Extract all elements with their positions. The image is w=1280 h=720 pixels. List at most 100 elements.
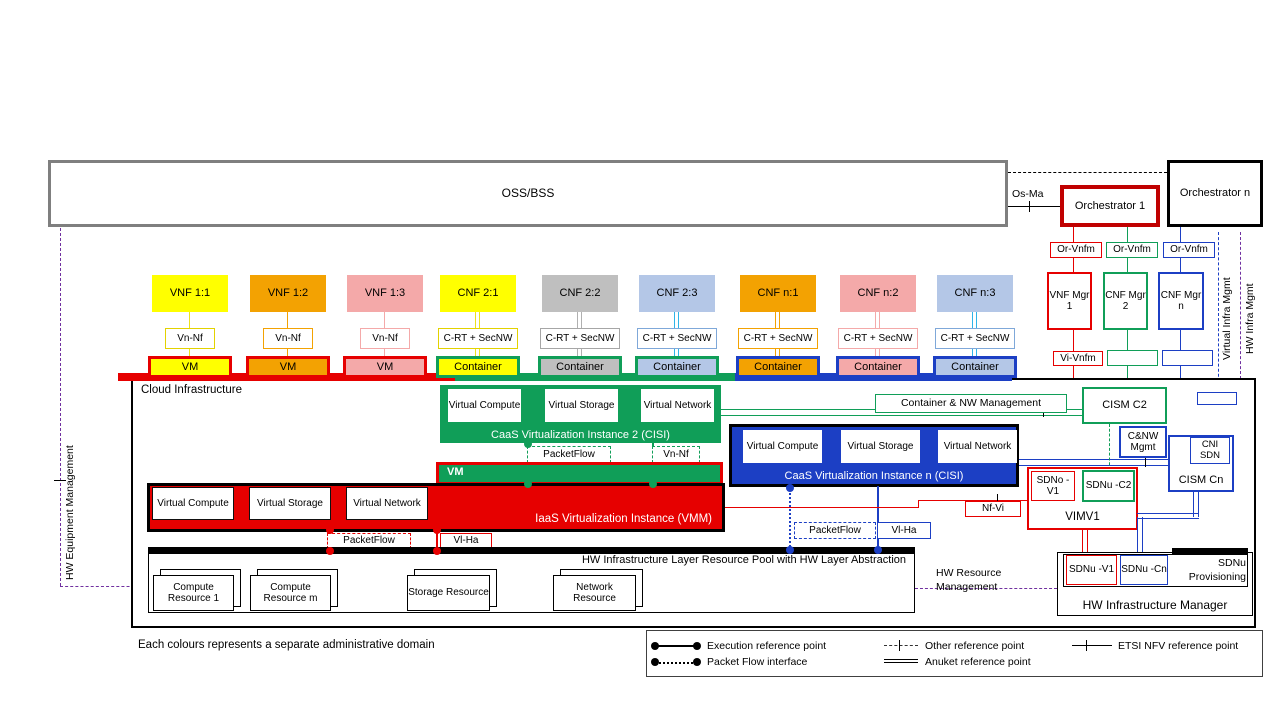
vnf-mgr-1-box: VNF Mgr 1 <box>1047 272 1092 330</box>
nf-vi-line <box>918 500 1027 501</box>
anuket-line-blue-v <box>1193 492 1199 517</box>
sdnu-cn-box: SDNu -Cn <box>1120 555 1168 585</box>
ref-label: C-RT + SecNW <box>637 328 717 349</box>
unit-box: VM <box>343 356 427 378</box>
legend-anuket-label: Anuket reference point <box>925 656 1031 668</box>
iaas-virtual-compute: Virtual Compute <box>152 487 234 520</box>
nf-title: CNF n:3 <box>937 275 1013 312</box>
vl-ha-label-blue: Vl-Ha <box>877 522 931 539</box>
nf-title: CNF n:1 <box>740 275 816 312</box>
or-vnfm-label: Or-Vnfm <box>1106 242 1158 258</box>
caas2-virtual-network: Virtual Network <box>641 389 714 422</box>
sdnu-provisioning-label: SDNu Provisioning <box>1188 557 1246 583</box>
iaas-virtual-network: Virtual Network <box>346 487 428 520</box>
other-ref-legend-line <box>884 645 918 646</box>
green-mgmt-line <box>1127 227 1128 242</box>
or-vnfm-label: Or-Vnfm <box>1163 242 1215 258</box>
vi-vnfm-label: Vi-Vnfm <box>1053 351 1103 366</box>
hw-pool-title: HW Infrastructure Layer Resource Pool wi… <box>581 554 906 566</box>
packet-flow-dot <box>524 440 532 448</box>
packet-flow-dot <box>786 484 794 492</box>
ref-label: C-RT + SecNW <box>838 328 918 349</box>
nf-vi-label: Nf-Vi <box>965 501 1021 517</box>
caas2-virtual-compute: Virtual Compute <box>448 389 521 422</box>
cnf-mgr-2-box: CNF Mgr 2 <box>1103 272 1148 330</box>
green-mgmt-line <box>1127 258 1128 272</box>
anuket-line-blue-v <box>1137 517 1143 555</box>
nf-title: VNF 1:3 <box>347 275 423 312</box>
hw-infra-manager-label: HW Infrastructure Manager <box>1082 598 1228 612</box>
unit-box: Container <box>933 356 1017 378</box>
blue-mgmt-line <box>1180 330 1181 350</box>
oss-orchn-dashed-line <box>1008 172 1167 173</box>
sdnu-v1-box: SDNu -V1 <box>1066 555 1117 585</box>
anuket-line-blue <box>1019 459 1168 466</box>
unit-box: Container <box>736 356 820 378</box>
packet-flow-label-green: PacketFlow <box>527 446 611 463</box>
oss-bss-box: OSS/BSS <box>48 160 1008 227</box>
nf-title: CNF 2:2 <box>542 275 618 312</box>
nf-vi-tick <box>997 494 998 506</box>
execution-point-dot <box>433 547 441 555</box>
os-ma-label: Os-Ma <box>1012 188 1044 200</box>
iaas-virtual-storage: Virtual Storage <box>249 487 331 520</box>
unit-box: VM <box>148 356 232 378</box>
hw-resource-mgmt-line <box>915 588 1057 589</box>
execution-legend-line <box>655 645 697 647</box>
cism-c2-dashed-line <box>1109 424 1110 470</box>
caasn-virtual-compute: Virtual Compute <box>743 430 822 463</box>
anuket-tick-blue <box>1145 454 1146 467</box>
sdno-v1-box: SDNo -V1 <box>1031 471 1075 501</box>
orchestrator-1-box: Orchestrator 1 <box>1060 185 1160 227</box>
vimv1-label: VIMV1 <box>1065 511 1100 523</box>
nf-vi-line <box>918 500 919 508</box>
packet-flow-dot <box>693 658 701 666</box>
unit-box: VM <box>246 356 330 378</box>
cism-cn-label: CISM Cn <box>1178 474 1224 486</box>
hw-infra-mgmt-label: HW Infra Mgmt <box>1244 283 1256 354</box>
os-ma-line <box>1008 206 1061 207</box>
container-nw-mgmt-label: Container & NW Management <box>875 394 1067 413</box>
anuket-line-blue-h <box>1137 513 1199 519</box>
anuket-line-red-v <box>1082 530 1088 555</box>
network-resource: Network Resource <box>553 575 636 611</box>
legend-box <box>646 630 1263 677</box>
execution-line-red <box>436 531 438 550</box>
blue-ref-box <box>1162 350 1213 366</box>
etsi-legend-line <box>1072 645 1112 646</box>
legend-etsi-label: ETSI NFV reference point <box>1118 640 1239 652</box>
cni-sdn-box: CNI SDN <box>1190 437 1230 464</box>
hw-resource-mgmt-label: HW Resource Management <box>936 567 1002 594</box>
unit-box: Container <box>538 356 622 378</box>
nf-title: CNF n:2 <box>840 275 916 312</box>
os-ma-tick <box>1029 201 1030 212</box>
virtual-infra-mgmt-line <box>1218 232 1219 392</box>
execution-point-dot <box>649 480 657 488</box>
caasn-virtual-storage: Virtual Storage <box>841 430 920 463</box>
ref-label: C-RT + SecNW <box>438 328 518 349</box>
nf-title: VNF 1:1 <box>152 275 228 312</box>
other-ref-tick <box>899 640 900 651</box>
unit-box: Container <box>836 356 920 378</box>
packet-flow-dot <box>651 658 659 666</box>
hw-equipment-mgmt-label: HW Equipment Management <box>64 445 76 580</box>
execution-point-dot <box>651 642 659 650</box>
cnf-mgr-n-box: CNF Mgr n <box>1158 272 1204 330</box>
packet-flow-label-blue: PacketFlow <box>794 522 876 539</box>
packet-flow-legend-line <box>655 662 697 664</box>
legend-packet-flow-label: Packet Flow interface <box>707 656 808 668</box>
ref-label: C-RT + SecNW <box>738 328 818 349</box>
ref-label: C-RT + SecNW <box>540 328 620 349</box>
cism-c2-box: CISM C2 <box>1082 387 1167 424</box>
sdnu-provisioning-bar <box>1172 548 1248 555</box>
nf-title: CNF 2:3 <box>639 275 715 312</box>
compute-resource-1: Compute Resource 1 <box>153 575 234 611</box>
footnote: Each colours represents a separate admin… <box>138 639 435 651</box>
iaas-title: IaaS Virtualization Instance (VMM) <box>535 513 712 525</box>
hw-equipment-mgmt-tick <box>54 480 66 481</box>
storage-resource: Storage Resource <box>407 575 490 611</box>
sdnu-c2-box: SDNu -C2 <box>1082 470 1135 502</box>
nf-vi-line <box>725 507 918 508</box>
nf-title: VNF 1:2 <box>250 275 326 312</box>
anuket-legend-line <box>884 659 918 663</box>
